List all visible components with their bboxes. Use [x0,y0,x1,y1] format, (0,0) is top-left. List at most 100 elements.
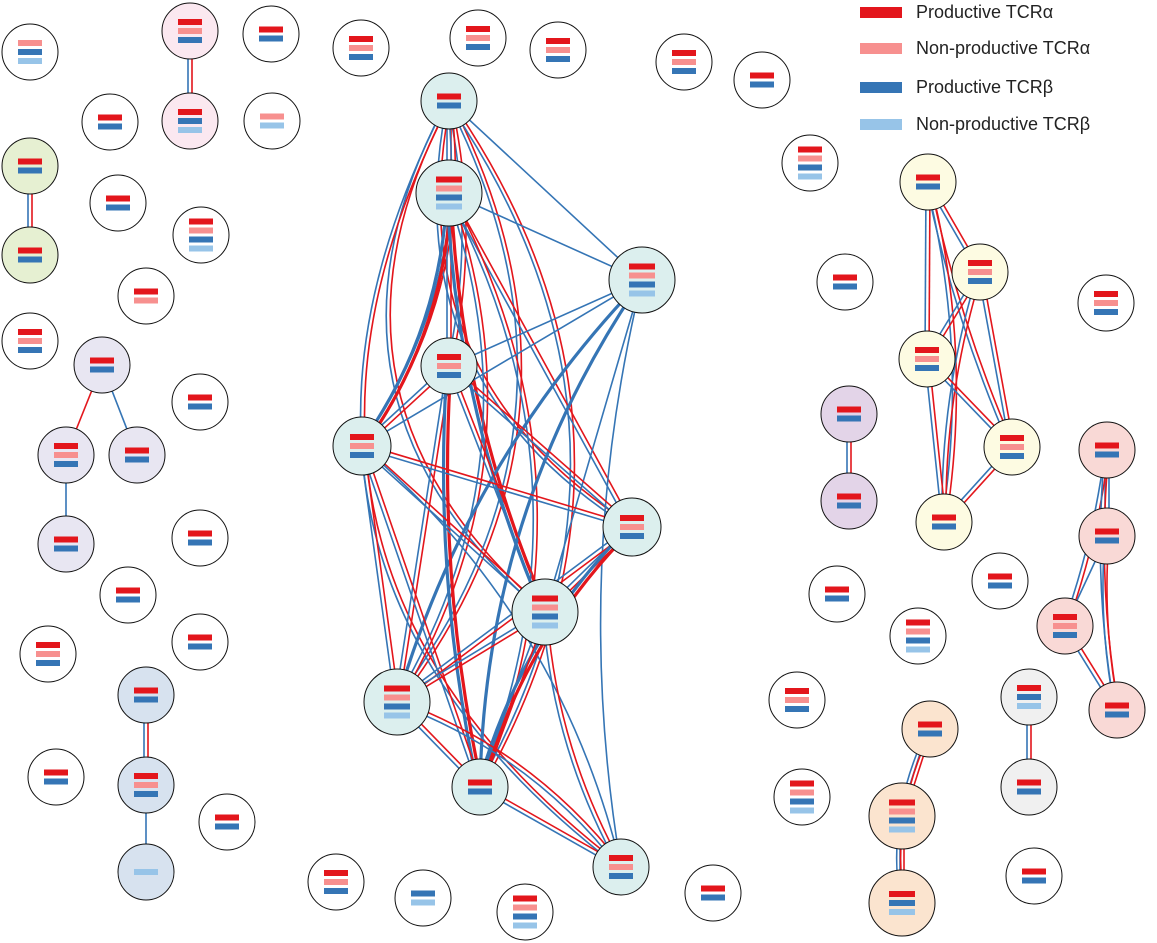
chain-bar-non-productive-tcr-alpha [906,628,930,635]
edge-strand-tcr-beta [448,100,643,281]
chain-bar-non-productive-tcr-beta [889,826,915,833]
edge-strand-tcr-beta [599,279,643,868]
chain-bar-productive-tcr-alpha [125,447,149,454]
chain-bar-non-productive-tcr-alpha [350,443,374,449]
chain-bar-productive-tcr-beta [106,204,130,211]
chain-bar-non-productive-tcr-beta [513,922,537,929]
chain-bar-productive-tcr-alpha [932,514,956,521]
chain-bar-productive-tcr-beta [1017,788,1041,795]
clonotype-node-r1 [1078,421,1136,479]
chain-bar-productive-tcr-beta [90,366,114,373]
chain-bar-non-productive-tcr-alpha [134,297,158,304]
chain-bar-productive-tcr-beta [1022,877,1046,884]
legend-swatch-productive-tcr-alpha [860,6,902,18]
node-circle [117,267,175,325]
edge-strand-tcr-beta [394,365,448,702]
edge-t1-t3 [448,100,643,281]
chain-bar-productive-tcr-beta [54,461,78,467]
clonotype-node-t10 [592,838,650,896]
chain-bar-non-productive-tcr-alpha [54,452,78,458]
clonotype-node-t6 [602,497,662,557]
clonotype-node-l1 [73,336,131,394]
node-circle [117,666,175,724]
node-circle [108,426,166,484]
node-circle [1,226,59,284]
clonotype-node-s22 [768,671,826,729]
edge-t2-t6 [446,191,635,529]
clonotype-node-b3 [117,843,175,901]
chain-bar-productive-tcr-beta [18,167,42,174]
chain-bar-productive-tcr-alpha [532,595,558,602]
edge-strand-tcr-alpha [362,443,633,526]
node-circle [363,668,431,736]
clonotype-node-s16 [816,253,874,311]
chain-bar-non-productive-tcr-beta [436,203,462,210]
legend-label: Non-productive TCRβ [916,113,1091,134]
legend-item-non-productive-tcr-beta: Non-productive TCRβ [860,109,1090,139]
chain-bar-non-productive-tcr-beta [906,646,930,653]
chain-bar-non-productive-tcr-alpha [609,864,633,870]
node-circle [1005,847,1063,905]
clonotype-node-s4 [243,92,301,150]
node-circle [511,578,579,646]
edge-t5-t8 [359,445,400,703]
chain-bar-productive-tcr-alpha [36,642,60,648]
clonotype-node-s32 [889,607,947,665]
chain-bar-productive-tcr-alpha [436,176,462,183]
chain-bar-non-productive-tcr-beta [889,909,915,915]
edge-strand-tcr-beta [359,101,620,869]
chain-bar-non-productive-tcr-beta [411,899,435,906]
chain-bar-productive-tcr-alpha [18,247,42,254]
chain-bar-non-productive-tcr-beta [260,122,284,129]
chain-bar-productive-tcr-beta [466,44,490,50]
chain-bar-non-productive-tcr-beta [790,807,814,814]
edge-strand-tcr-beta [478,279,644,788]
chain-bar-non-productive-tcr-beta [384,712,410,719]
chain-bar-productive-tcr-alpha [790,780,814,787]
clonotype-node-r3 [1036,597,1094,655]
chain-bar-non-productive-tcr-beta [134,869,158,875]
chain-bar-productive-tcr-beta [116,596,140,603]
clonotype-node-s29 [773,768,831,826]
chain-bar-non-productive-tcr-alpha [915,356,939,362]
chain-bar-productive-tcr-beta [98,123,122,130]
chain-bar-productive-tcr-beta [178,37,202,43]
chain-bar-productive-tcr-alpha [54,443,78,449]
clonotype-node-t9 [451,758,509,816]
clonotype-node-s15 [781,134,839,192]
edge-strand-tcr-alpha [546,611,624,867]
node-circle [971,552,1029,610]
node-circle [899,153,957,211]
chain-bar-non-productive-tcr-beta [189,245,213,252]
chain-bar-productive-tcr-beta [1000,453,1024,459]
edge-strand-tcr-alpha [450,100,467,367]
legend: Productive TCRα Non-productive TCRα Prod… [860,0,1157,150]
chain-bar-productive-tcr-beta [350,452,374,458]
node-circle [242,5,300,63]
node-circle [889,607,947,665]
chain-bar-productive-tcr-beta [188,403,212,410]
clonotype-node-s9 [733,51,791,109]
clonotype-node-p2 [161,92,219,150]
clonotype-node-s19 [99,566,157,624]
chain-bar-productive-tcr-alpha [889,799,915,806]
chain-bar-non-productive-tcr-alpha [889,808,915,815]
chain-bar-productive-tcr-alpha [620,515,644,521]
node-circle [915,493,973,551]
clonotype-node-m1 [820,385,878,443]
node-circle [820,472,878,530]
chain-bar-productive-tcr-beta [188,643,212,650]
edge-strand-tcr-alpha [439,100,635,527]
edge-strand-tcr-alpha [363,100,624,868]
clonotype-node-s7 [529,21,587,79]
node-circle [99,566,157,624]
chain-bar-productive-tcr-alpha [837,406,861,413]
chain-bar-productive-tcr-alpha [1022,868,1046,875]
chain-bar-productive-tcr-alpha [701,885,725,892]
chain-bar-productive-tcr-beta [384,703,410,710]
node-circle [89,174,147,232]
chain-bar-non-productive-tcr-beta [18,58,42,64]
chain-bar-productive-tcr-alpha [468,779,492,786]
